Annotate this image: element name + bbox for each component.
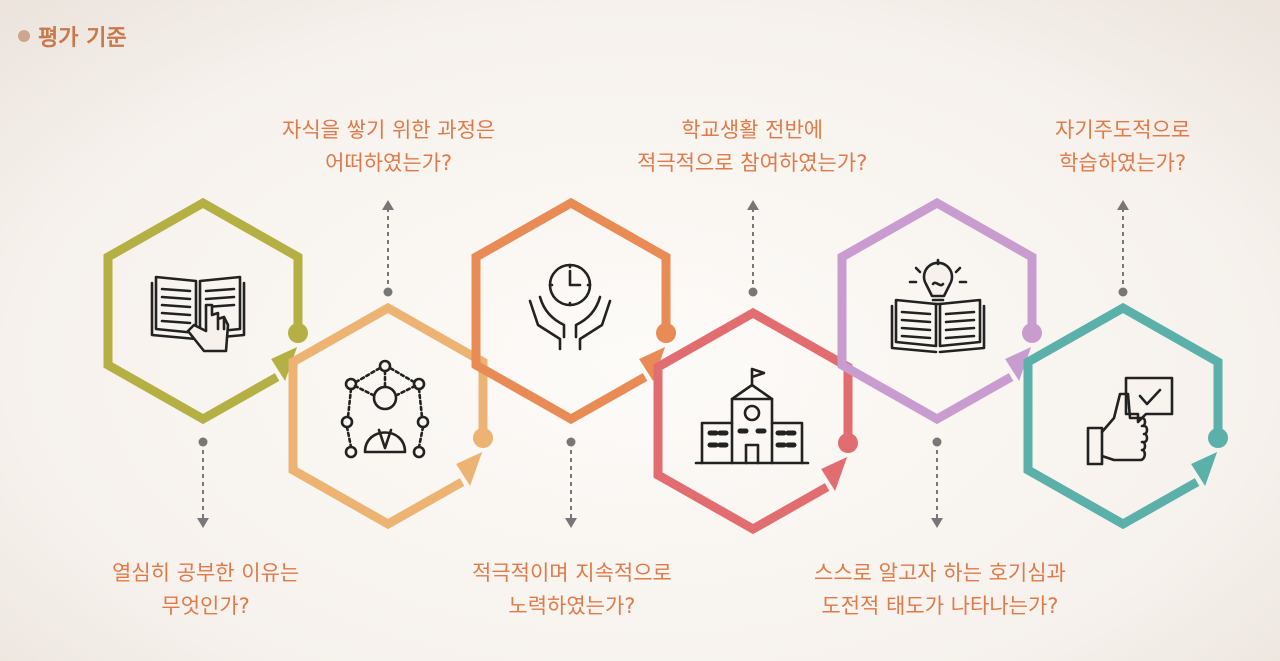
connector-step-4 bbox=[747, 200, 759, 297]
criterion-label-line: 도전적 태도가 나타나는가? bbox=[821, 594, 1059, 618]
book-lightbulb-icon bbox=[890, 258, 986, 354]
book-hand-icon bbox=[150, 275, 246, 353]
endpoint-dot-icon bbox=[838, 433, 858, 453]
criterion-label-line: 어떠하였는가? bbox=[325, 151, 453, 175]
endpoint-dot-icon bbox=[473, 428, 493, 448]
title-bullet-icon bbox=[18, 30, 30, 42]
criterion-label-line: 노력하였는가? bbox=[508, 594, 636, 618]
hands-clock-icon bbox=[528, 263, 612, 351]
criterion-label-line: 자식을 쌓기 위한 과정은 bbox=[282, 118, 496, 142]
hexagon-step-1 bbox=[103, 197, 308, 425]
hexagon-step-5 bbox=[837, 197, 1042, 425]
criterion-label-line: 적극적이며 지속적으로 bbox=[472, 561, 672, 585]
arrowhead-icon bbox=[456, 452, 483, 486]
criterion-label-line: 학습하였는가? bbox=[1059, 151, 1187, 175]
person-network-icon bbox=[340, 359, 430, 459]
arrowhead-icon bbox=[1191, 452, 1218, 486]
arrowhead-icon bbox=[271, 347, 298, 381]
arrowhead-icon bbox=[1005, 347, 1032, 381]
arrowhead-icon bbox=[639, 347, 666, 381]
connector-step-3 bbox=[565, 437, 577, 528]
endpoint-dot-icon bbox=[288, 323, 308, 343]
criterion-label-line: 열심히 공부한 이유는 bbox=[112, 561, 300, 585]
criterion-label-line: 스스로 알고자 하는 호기심과 bbox=[814, 561, 1066, 585]
page-title: 평가 기준 bbox=[18, 20, 127, 52]
hexagon-step-4 bbox=[653, 307, 858, 535]
hexagon-step-2 bbox=[288, 302, 493, 530]
connector-step-1 bbox=[197, 437, 209, 528]
endpoint-dot-icon bbox=[656, 323, 676, 343]
thumbs-up-check-icon bbox=[1086, 376, 1174, 466]
criterion-label-line: 무엇인가? bbox=[161, 594, 250, 618]
criterion-label-line: 자기주도적으로 bbox=[1055, 118, 1191, 142]
connector-step-5 bbox=[931, 437, 943, 528]
criterion-label-line: 적극적으로 참여하였는가? bbox=[637, 151, 868, 175]
arrowhead-icon bbox=[821, 457, 848, 491]
school-building-icon bbox=[694, 367, 810, 465]
connector-step-2 bbox=[382, 200, 394, 297]
page-title-text: 평가 기준 bbox=[38, 26, 127, 51]
hexagon-step-6 bbox=[1023, 302, 1228, 530]
hexagon-step-3 bbox=[471, 197, 676, 425]
connector-step-6 bbox=[1117, 200, 1129, 297]
criterion-label-line: 학교생활 전반에 bbox=[681, 118, 824, 142]
endpoint-dot-icon bbox=[1022, 323, 1042, 343]
endpoint-dot-icon bbox=[1208, 428, 1228, 448]
